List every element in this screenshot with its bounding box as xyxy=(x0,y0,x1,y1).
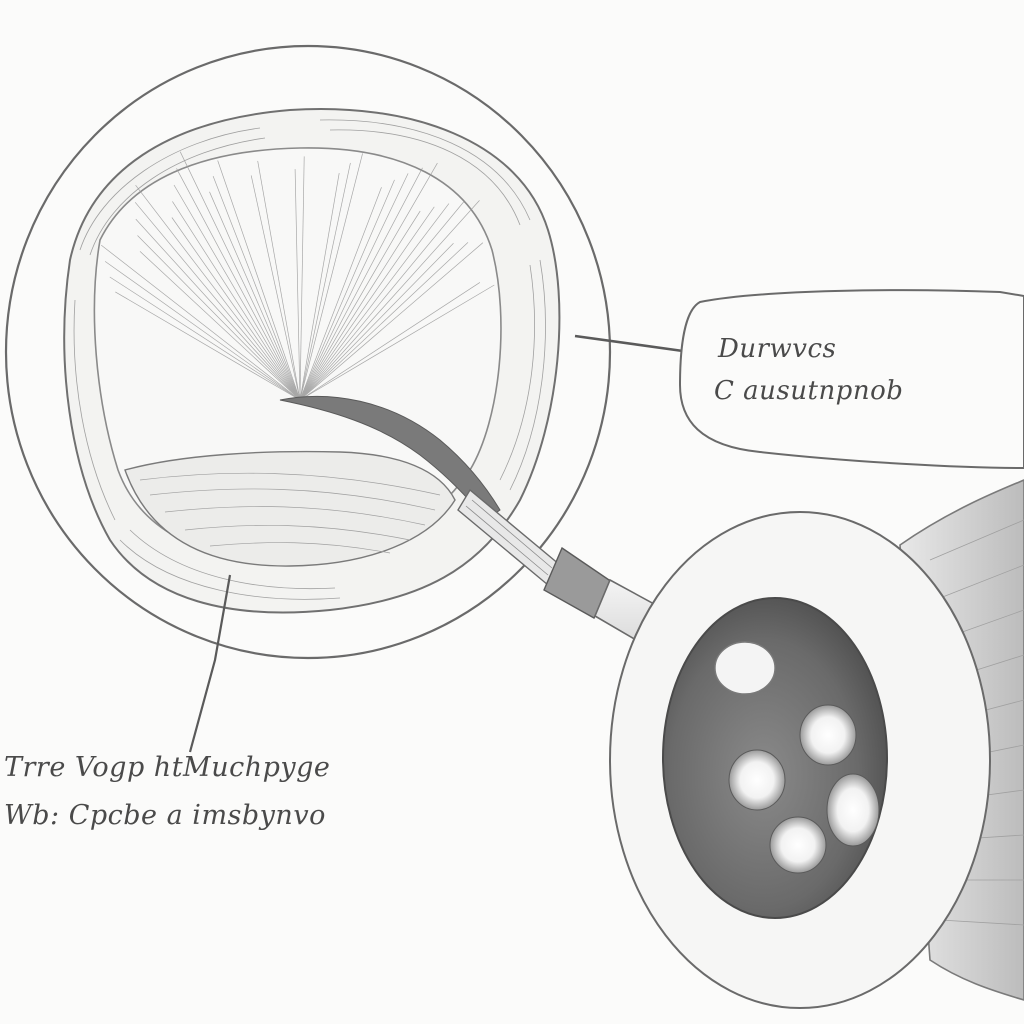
fiber-line xyxy=(299,242,454,401)
fiber-line xyxy=(257,160,301,401)
right-callout-line-2: C ausutnpnob xyxy=(714,376,904,406)
right-callout-line-1: Durwvcs xyxy=(718,334,837,364)
probe-tip xyxy=(714,641,776,695)
cup-holes xyxy=(728,704,880,874)
fiber-line xyxy=(299,284,495,401)
membrane-hatching xyxy=(139,472,441,554)
outer-disc xyxy=(4,44,612,660)
fiber-line xyxy=(137,235,301,401)
fiber-line xyxy=(134,202,301,401)
hole-top xyxy=(799,704,857,766)
fiber-line xyxy=(209,191,301,401)
rim-texture xyxy=(73,119,546,600)
fiber-line xyxy=(179,151,301,401)
fiber-line xyxy=(104,261,301,401)
fiber-line xyxy=(299,201,465,401)
fiber-line xyxy=(171,217,301,401)
fiber-line xyxy=(299,242,484,401)
right-leader-line xyxy=(574,334,691,354)
fiber-line xyxy=(299,162,438,401)
left-leader-line xyxy=(188,574,232,753)
fiber-line xyxy=(299,167,423,401)
fiber-line xyxy=(250,175,301,401)
fiber-line xyxy=(299,242,469,401)
fiber-line xyxy=(109,276,301,401)
fiber-line xyxy=(135,218,301,401)
fiber-line xyxy=(212,175,301,401)
probe-collar xyxy=(543,546,613,619)
fiber-line xyxy=(115,291,301,401)
fiber-line xyxy=(299,179,395,401)
right-callout-bubble xyxy=(678,289,1024,470)
fiber-line xyxy=(299,200,480,401)
fiber-line xyxy=(217,160,301,401)
fiber-line xyxy=(100,244,301,401)
left-caption-line-1: Trre Vogp htMuchpyge xyxy=(4,752,331,783)
fiber-line xyxy=(173,184,301,401)
fiber-line xyxy=(299,173,409,401)
fiber-line xyxy=(299,282,481,401)
fiber-line xyxy=(299,153,363,401)
hole-bottom xyxy=(769,816,827,874)
fiber-line xyxy=(299,162,351,401)
fiber-line xyxy=(299,203,450,401)
left-caption-line-2: Wb: Cpcbe a imsbynvo xyxy=(4,800,326,831)
fiber-line xyxy=(299,173,340,401)
fiber-line xyxy=(299,156,305,401)
fiber-line xyxy=(139,251,301,401)
hole-right xyxy=(826,773,880,847)
fiber-line xyxy=(135,184,301,401)
fiber-line xyxy=(176,168,301,401)
lower-membrane xyxy=(124,450,456,567)
radiating-fibers xyxy=(100,151,495,401)
shaft-lines xyxy=(465,499,553,576)
fiber-line xyxy=(299,206,435,401)
fiber-line xyxy=(299,187,382,401)
hole-left xyxy=(728,749,786,811)
fiber-line xyxy=(172,201,301,401)
fiber-line xyxy=(294,169,301,401)
fiber-line xyxy=(299,210,421,401)
